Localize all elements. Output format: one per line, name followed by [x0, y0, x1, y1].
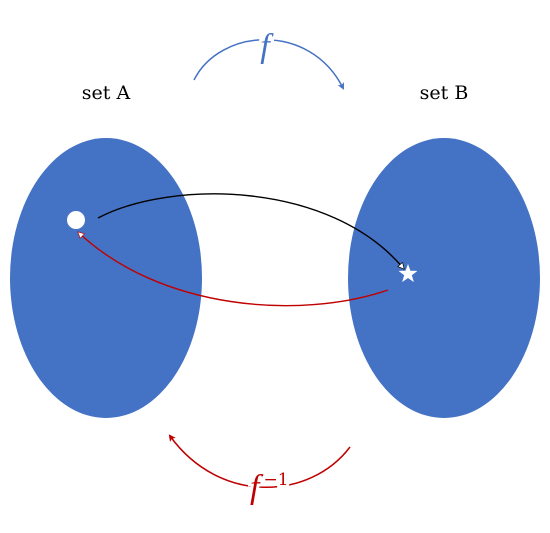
forward-function-arrow [193, 39, 344, 90]
set-b-label: set B [420, 82, 469, 104]
set-b-ellipse [348, 138, 540, 418]
element-star-icon [398, 264, 418, 283]
element-forward-arrow [97, 193, 404, 269]
forward-function-label: f [260, 28, 274, 65]
element-inverse-arrow [78, 232, 389, 307]
inverse-function-label: f−1 [250, 469, 289, 506]
set-a-ellipse [10, 138, 202, 418]
set-a-label: set A [82, 82, 131, 104]
inverse-function-arrow [168, 434, 351, 488]
element-circle-icon [67, 211, 85, 229]
